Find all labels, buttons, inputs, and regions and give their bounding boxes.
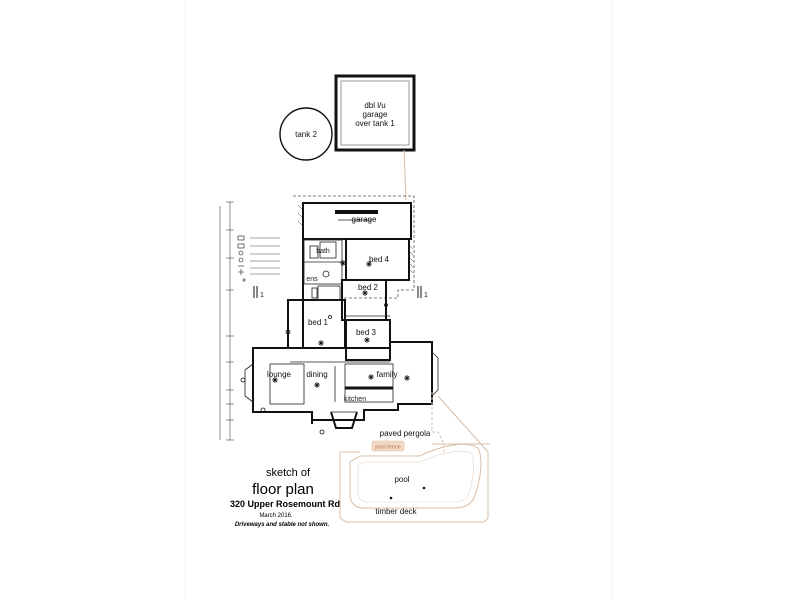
light-symbols xyxy=(240,260,410,435)
timber-deck-label: timber deck xyxy=(375,507,417,516)
boundary-dashed xyxy=(293,195,415,299)
house-walls xyxy=(244,202,439,429)
paved-pergola-label: paved pergola xyxy=(380,429,431,438)
bed-1-label: bed 1 xyxy=(308,318,329,327)
tank-2-label: tank 2 xyxy=(295,130,317,139)
garage-top-line-3: over tank 1 xyxy=(355,119,395,128)
kitchen-label: kitchen xyxy=(344,396,366,403)
detached-garage: dbl l/u garage over tank 1 xyxy=(334,74,416,152)
wall-hatching xyxy=(297,204,414,274)
title-line-3: 320 Upper Rosemount Rd xyxy=(230,499,340,509)
garage-top-line-2: garage xyxy=(363,110,388,119)
section-marker-left: 1 xyxy=(253,286,264,299)
lounge-label: lounge xyxy=(267,370,292,379)
dimension-lines xyxy=(219,201,234,441)
bed-3-label: bed 3 xyxy=(356,328,377,337)
ens-label: ens xyxy=(306,276,318,283)
bed-4-label: bed 4 xyxy=(369,255,390,264)
garage-top-line-1: dbl l/u xyxy=(364,101,385,110)
pool-fence-label: pool fence xyxy=(375,445,400,451)
pool-label: pool xyxy=(394,475,409,484)
bed-2-label: bed 2 xyxy=(358,283,379,292)
title-block: sketch of floor plan 320 Upper Rosemount… xyxy=(230,467,340,528)
family-label: family xyxy=(377,370,398,379)
title-line-2: floor plan xyxy=(252,481,314,498)
tank-2: tank 2 xyxy=(279,107,333,161)
outdoor-area: pool fence xyxy=(339,392,490,523)
section-marker-right: 1 xyxy=(417,286,428,299)
connector-line xyxy=(403,149,407,201)
garage-label: garage xyxy=(352,215,377,224)
title-line-4: March 2016. xyxy=(259,513,293,519)
pool-fence-badge xyxy=(371,440,405,452)
pool-shape xyxy=(349,443,482,509)
section-left-label: 1 xyxy=(260,292,264,299)
bath-label: bath xyxy=(316,248,330,255)
dining-label: dining xyxy=(306,370,327,379)
title-line-5: Driveways and stable not shown. xyxy=(235,522,330,528)
title-line-1: sketch of xyxy=(266,467,311,479)
section-right-label: 1 xyxy=(424,292,428,299)
symbol-legend xyxy=(237,235,280,282)
